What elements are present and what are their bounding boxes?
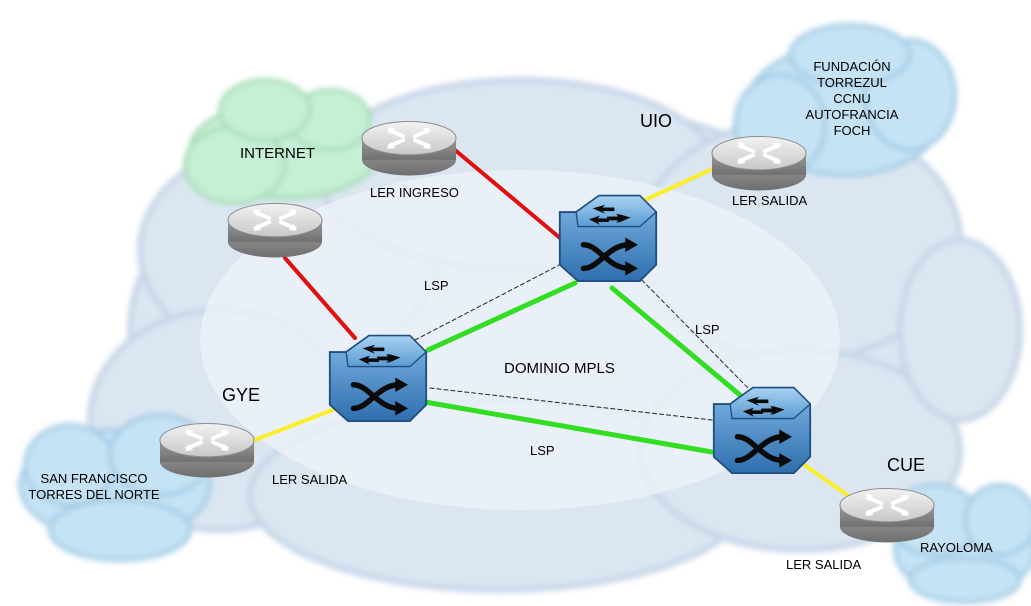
link-internet-ingreso bbox=[453, 148, 562, 240]
uio-client-item: CCNU bbox=[833, 91, 871, 106]
uio-clients-list: FUNDACIÓN TORREZUL CCNU AUTOFRANCIA FOCH bbox=[797, 59, 907, 139]
ler-router-icon[interactable] bbox=[838, 486, 936, 545]
ler-ingreso-label: LER INGRESO bbox=[370, 185, 459, 200]
ler-router-icon[interactable] bbox=[360, 119, 458, 178]
ler-router-icon[interactable] bbox=[158, 421, 256, 480]
lsp-label-top: LSP bbox=[424, 278, 449, 293]
internet-label: INTERNET bbox=[240, 145, 315, 162]
internet-cloud-icon bbox=[183, 78, 382, 205]
ler-salida-gye-label: LER SALIDA bbox=[272, 472, 348, 487]
ler-router-icon[interactable] bbox=[226, 201, 324, 260]
site-label-cue: CUE bbox=[887, 455, 926, 475]
uio-client-item: AUTOFRANCIA bbox=[805, 107, 899, 122]
links bbox=[253, 148, 852, 499]
link-internet-gye bbox=[283, 256, 357, 340]
link-uio-salida bbox=[643, 168, 712, 202]
lsp-gye-cue bbox=[422, 399, 715, 455]
uio-client-item: FUNDACIÓN bbox=[813, 59, 891, 74]
gye-client-item: SAN FRANCISCO bbox=[40, 471, 148, 486]
ler-router-icon[interactable] bbox=[710, 134, 808, 193]
lsp-label-bottom: LSP bbox=[530, 443, 555, 458]
lsp-uio-cue bbox=[609, 285, 743, 398]
ler-salida-uio-label: LER SALIDA bbox=[732, 193, 808, 208]
link-gye-salida bbox=[253, 403, 347, 442]
uio-client-item: TORREZUL bbox=[817, 75, 887, 90]
cue-client-item: RAYOLOMA bbox=[920, 540, 993, 555]
ler-salida-cue-label: LER SALIDA bbox=[786, 557, 862, 572]
site-label-uio: UIO bbox=[640, 111, 673, 131]
gye-client-item: TORRES DEL NORTE bbox=[28, 487, 160, 502]
site-label-gye: GYE bbox=[222, 385, 261, 405]
mpls-domain-label: DOMINIO MPLS bbox=[504, 360, 615, 377]
gye-clients-list: SAN FRANCISCO TORRES DEL NORTE bbox=[24, 471, 164, 503]
lsp-label-right: LSP bbox=[695, 322, 720, 337]
link-cue-salida bbox=[798, 460, 852, 499]
uio-client-item: FOCH bbox=[833, 123, 871, 138]
lsp-gye-uio bbox=[425, 280, 578, 353]
